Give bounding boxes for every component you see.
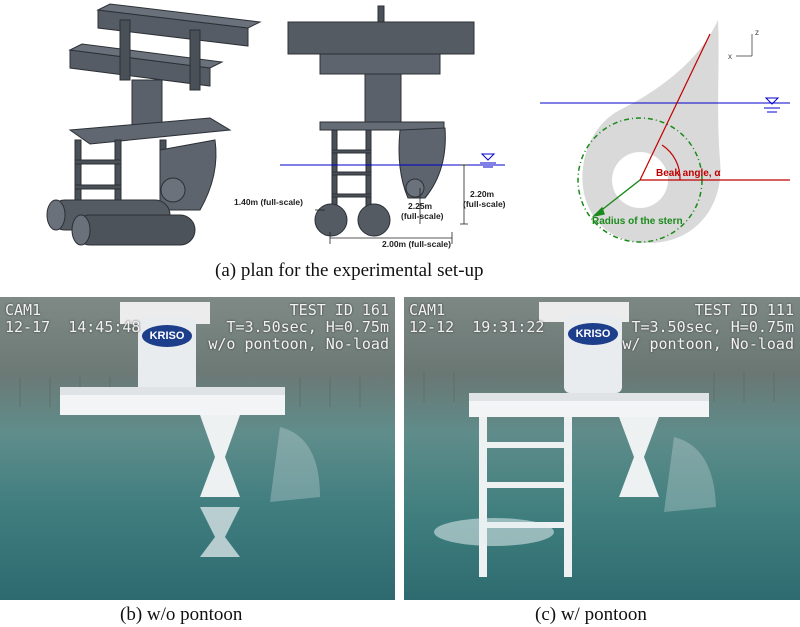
- dim-length: 2.00m (full-scale): [382, 239, 451, 249]
- datetime-label: 12-17 14:45:48: [5, 318, 141, 336]
- cam-label: CAM1: [5, 301, 42, 319]
- wave-params-label-2: T=3.50sec, H=0.75m: [631, 318, 794, 336]
- dim-hull-height: 2.25m: [408, 201, 433, 211]
- stern-geometry-diagram: z x Beak angle, α Radius of the stern: [540, 20, 790, 244]
- water-level-symbol-2: [764, 97, 780, 113]
- cam-label-2: CAM1: [409, 301, 446, 319]
- condition-label-2: w/ pontoon, No-load: [622, 335, 794, 353]
- wave-params-label: T=3.50sec, H=0.75m: [226, 318, 389, 336]
- model-3d-render: [46, 3, 262, 246]
- caption-c: (c) w/ pontoon: [535, 604, 647, 625]
- dim-total-height-note: (full-scale): [463, 199, 506, 209]
- photo-without-pontoon: KRISO CAM1 12-17 14:45:48 TEST ID 161 T=…: [0, 297, 395, 600]
- side-view-drawing: 1.40m (full-scale) 2.25m (full-scale) 2.…: [234, 5, 506, 249]
- radius-label: Radius of the stern: [592, 216, 683, 227]
- dim-hull-height-note: (full-scale): [401, 211, 444, 221]
- dim-total-height: 2.20m: [470, 189, 495, 199]
- beak-angle-label: Beak angle, α: [656, 168, 721, 179]
- axis-x-label: x: [728, 52, 732, 61]
- test-id-label: TEST ID 161: [289, 301, 389, 319]
- kriso-logo: KRISO: [142, 325, 192, 347]
- dim-pontoon-spacing: 1.40m (full-scale): [234, 197, 303, 207]
- test-id-label-2: TEST ID 111: [694, 301, 794, 319]
- axis-z-label: z: [755, 28, 759, 37]
- caption-b: (b) w/o pontoon: [120, 604, 243, 625]
- caption-a: (a) plan for the experimental set-up: [215, 260, 484, 281]
- photo-with-pontoon: KRISO CAM1 12-12 19:31:22 TEST ID 111 T=…: [404, 297, 800, 600]
- water-level-symbol: [480, 153, 496, 168]
- datetime-label-2: 12-12 19:31:22: [409, 318, 545, 336]
- axis-indicator: [736, 34, 753, 57]
- kriso-logo-2: KRISO: [568, 323, 618, 345]
- condition-label: w/o pontoon, No-load: [208, 335, 389, 353]
